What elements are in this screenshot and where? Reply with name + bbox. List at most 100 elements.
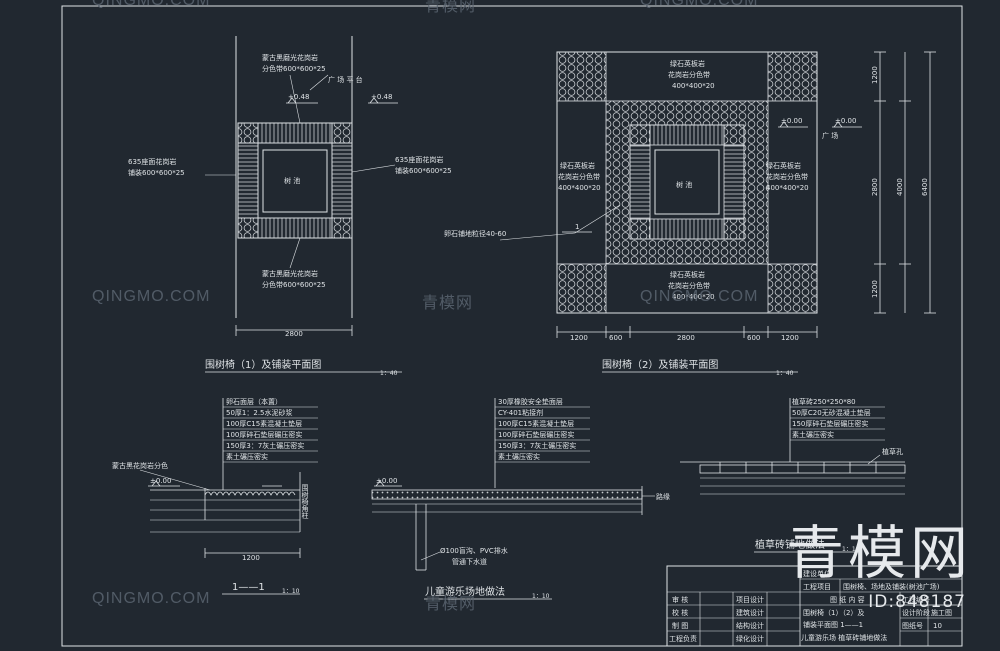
plan2-bottom-label-3: 400*400*20 <box>672 293 715 301</box>
plan2-pebble-label: 卵石铺地粒径40-60 <box>444 229 506 238</box>
title-block-cell: 制 图 <box>672 621 688 630</box>
plan1-left-label-2: 铺装600*600*25 <box>128 168 185 177</box>
section-1-1: 卵石面层（本置） 50厚1：2.5水泥砂浆 100厚C15素混凝土垫层 100厚… <box>112 397 318 595</box>
section3-layer: 150厚碎石垫层碾压密实 <box>792 419 868 428</box>
title-block-contents: 围树椅（1）（2）及 <box>803 608 864 617</box>
section2-layer: 素土碾压密实 <box>498 452 540 461</box>
title-block-cell: 建筑设计 <box>736 608 764 617</box>
title-block: 审 核 项目设计 校 核 建筑设计 制 图 结构设计 工程负责 绿化设计 建设单… <box>666 565 963 647</box>
section-grass-paver: 植草砖250*250*80 50厚C20无砂混凝土垫层 150厚碎石垫层碾压密实… <box>680 397 906 553</box>
section1-dimension: 1200 <box>242 554 260 562</box>
watermark-big: 青模网 <box>785 519 972 587</box>
title-block-cell: 结构设计 <box>736 621 764 630</box>
section1-layer: 卵石面层（本置） <box>226 397 282 406</box>
section2-scale: 1：10 <box>532 593 550 600</box>
plan2-scale: 1：40 <box>776 370 794 377</box>
watermark-cn: 青模网 <box>425 596 477 613</box>
title-block-cell: 审 核 <box>672 595 688 604</box>
watermark-latin: QINGMO.COM <box>92 590 211 607</box>
plan2-dim-bottom: 1200 <box>781 334 799 342</box>
section2-edge-label: 路缘 <box>656 492 670 501</box>
plan2-bottom-label: 绿石英板岩 <box>670 270 705 279</box>
plan2-plaza-label: 广 场 <box>822 131 838 140</box>
watermark-latin: QINGMO.COM <box>92 288 211 305</box>
plan2-dim-right: 2800 <box>871 178 879 196</box>
section2-layer: 30厚橡胶安全垫面层 <box>498 397 563 406</box>
plan2-dim-bottom: 1200 <box>570 334 588 342</box>
plan2-dim-right-total: 6400 <box>921 178 929 196</box>
section1-scale: 1：10 <box>282 588 300 595</box>
watermark-id: ID:848187 <box>868 592 966 612</box>
plan1-dimension: 2800 <box>285 330 303 338</box>
title-block-cell: 绿化设计 <box>736 634 764 643</box>
plan2-top-label-3: 400*400*20 <box>672 82 715 90</box>
plan1-top-label-2: 分色带600*600*25 <box>262 64 326 73</box>
plan1-left-label: 635座面花岗岩 <box>128 157 176 166</box>
plan1-bottom-label-2: 分色带600*600*25 <box>262 280 326 289</box>
plan2-dim-bottom: 600 <box>609 334 622 342</box>
plan1-scale: 1：40 <box>380 370 398 377</box>
section3-layer: 植草砖250*250*80 <box>792 397 856 406</box>
section2-layer: 100厚碎石垫层碾压密实 <box>498 430 574 439</box>
plan2-dim-right-mid: 4000 <box>896 178 904 196</box>
watermark-cn: 青模网 <box>425 0 477 15</box>
section3-title: 植草砖铺地做法 <box>755 538 825 551</box>
plan2-dim-right: 1200 <box>871 280 879 298</box>
plan2-title: 围树椅（2）及铺装平面图 <box>602 358 718 371</box>
section3-layer: 素土碾压密实 <box>792 430 834 439</box>
plan2-dim-bottom: 2800 <box>677 334 695 342</box>
title-block-contents-2: 铺装平面图 1——1 <box>803 620 863 629</box>
watermark-latin: QINGMO.COM <box>92 0 211 9</box>
section1-title: 1——1 <box>232 582 265 593</box>
section2-layer: CY-401粘接剂 <box>498 408 543 417</box>
title-block-stage-value: 施工图 <box>931 608 952 617</box>
plan2-tree-pit: 树 池 <box>676 180 692 189</box>
plan2-dim-bottom: 600 <box>747 334 760 342</box>
plan2-left-label-3: 400*400*20 <box>558 184 601 192</box>
plan-1: 蒙古黑磨光花岗岩 分色带600*600*25 广 场 平 台 +0.48 +0.… <box>128 36 452 377</box>
plan2-right-label-3: 400*400*20 <box>766 184 809 192</box>
plan2-left-label-2: 花岗岩分色带 <box>558 172 600 181</box>
plan2-top-label-2: 花岗岩分色带 <box>668 70 710 79</box>
plan2-elev-left: ±0.00 <box>781 117 802 125</box>
plan2-dim-right: 1200 <box>871 66 879 84</box>
plan1-elev-left: +0.48 <box>288 93 309 101</box>
plan1-right-label-2: 铺装600*600*25 <box>395 166 452 175</box>
plan1-elev-right: +0.48 <box>371 93 392 101</box>
watermark-latin: QINGMO.COM <box>640 288 759 305</box>
title-block-stage-label: 设计阶段 <box>902 608 930 617</box>
plan2-elev-right: ±0.00 <box>835 117 856 125</box>
section2-layer: 150厚3：7灰土碾压密实 <box>498 441 576 450</box>
section-playground: 30厚橡胶安全垫面层 CY-401粘接剂 100厚C15素混凝土垫层 100厚碎… <box>371 397 670 600</box>
title-block-build-unit: 建设单位 <box>803 569 831 578</box>
section3-scale: 1：10 <box>842 546 860 553</box>
watermark-cn: 青模网 <box>422 295 474 312</box>
section1-layer: 素土碾压密实 <box>226 452 268 461</box>
title-block-project-label: 工程项目 <box>803 582 831 591</box>
section1-side-label: 蒙古黑花岗岩分色 <box>112 461 168 470</box>
title-block-cell: 工程负责 <box>669 634 697 643</box>
plan2-section-mark: 1 <box>575 223 579 231</box>
section1-post-label: 围树椅角柱 <box>301 484 309 520</box>
section2-layer: 100厚C15素混凝土垫层 <box>498 419 574 428</box>
title-block-contents-label: 图 纸 内 容 <box>830 595 865 604</box>
section1-layer: 100厚碎石垫层碾压密实 <box>226 430 302 439</box>
section2-elev: ±0.00 <box>376 477 397 485</box>
watermark-latin: QINGMO.COM <box>640 0 759 9</box>
plan1-bottom-label: 蒙古黑磨光花岗岩 <box>262 269 318 278</box>
plan2-bottom-label-2: 花岗岩分色带 <box>668 281 710 290</box>
section3-layer: 50厚C20无砂混凝土垫层 <box>792 408 871 417</box>
section1-layer: 50厚1：2.5水泥砂浆 <box>226 408 293 417</box>
title-block-cell: 校 核 <box>672 608 688 617</box>
plan2-right-label-2: 花岗岩分色带 <box>766 172 808 181</box>
plan1-title: 围树椅（1）及铺装平面图 <box>205 358 321 371</box>
plan1-tree-pit: 树 池 <box>284 176 300 185</box>
section1-layer: 100厚C15素混凝土垫层 <box>226 419 302 428</box>
title-block-contents-3: 儿童游乐场 植草砖铺地做法 <box>801 633 887 642</box>
plan-2: 绿石英板岩 花岗岩分色带 400*400*20 ±0.00 ±0.00 广 场 … <box>444 51 936 377</box>
section2-pipe-label: Ø100盲沟、PVC排水 <box>440 546 508 555</box>
plan2-left-label: 绿石英板岩 <box>560 161 595 170</box>
title-block-project-no: 工程编号 <box>902 595 930 604</box>
title-block-drawing-no-value: 10 <box>933 622 942 630</box>
